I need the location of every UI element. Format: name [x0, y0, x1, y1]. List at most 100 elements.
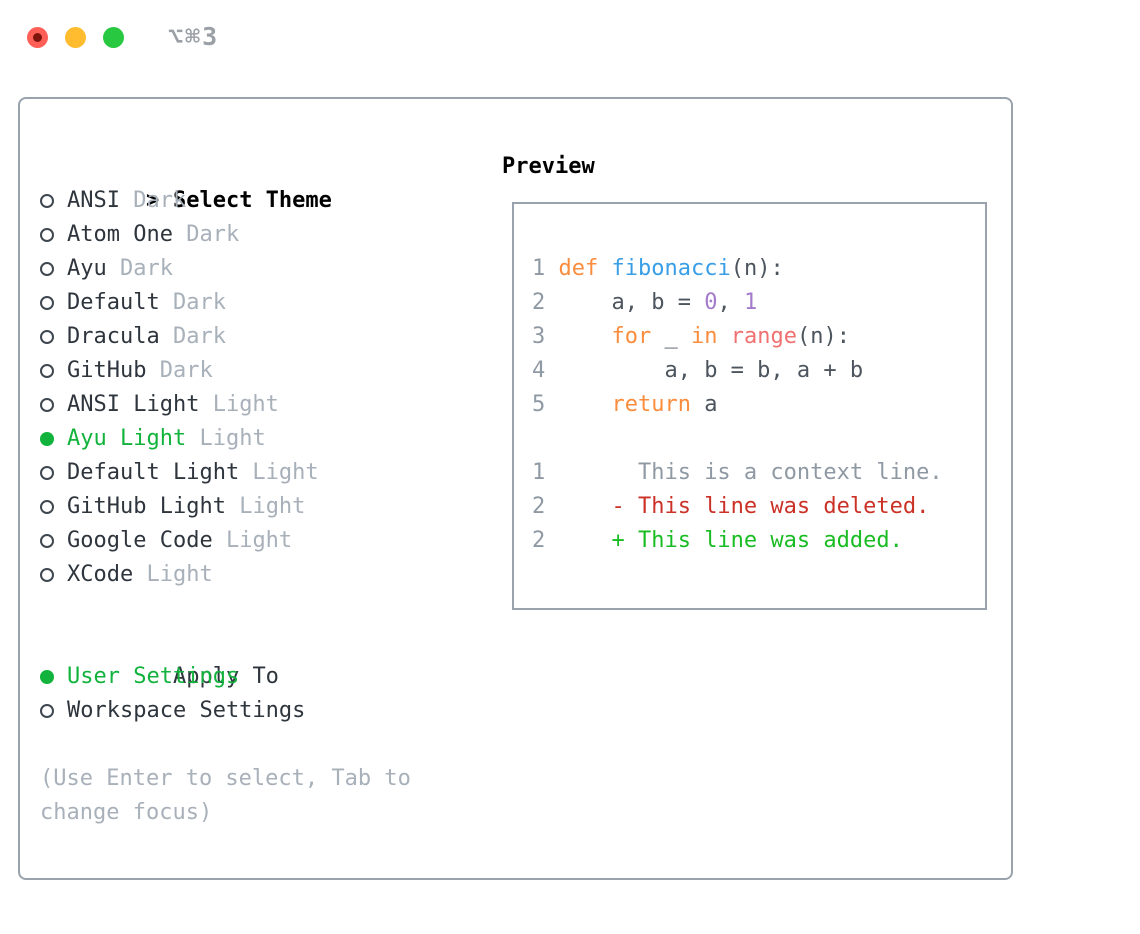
radio-icon	[40, 262, 54, 276]
radio-icon	[40, 534, 54, 548]
theme-option-github-light-light[interactable]: GitHub Light Light	[40, 490, 480, 524]
theme-option-google-code-light[interactable]: Google Code Light	[40, 524, 480, 558]
option-label: GitHub	[67, 358, 147, 383]
apply-option-workspace-settings[interactable]: Workspace Settings	[40, 694, 480, 728]
theme-list-title: Select Theme	[172, 188, 332, 213]
option-variant-tag: Dark	[172, 222, 240, 247]
code-line: 4 a, b = b, a + b	[514, 354, 985, 388]
code-line: 2 a, b = 0, 1	[514, 286, 985, 320]
apply-option-user-settings[interactable]: User Settings	[40, 660, 480, 694]
theme-option-atom-one-dark[interactable]: Atom One Dark	[40, 218, 480, 252]
option-label: GitHub Light	[67, 494, 226, 519]
line-number: 4	[532, 358, 546, 383]
option-label: Default	[67, 290, 160, 315]
theme-option-github-dark[interactable]: GitHub Dark	[40, 354, 480, 388]
token-fg	[545, 392, 611, 417]
token-fg	[545, 324, 611, 349]
option-variant-tag: Dark	[119, 188, 187, 213]
radio-icon	[40, 398, 54, 412]
token-kw: for	[611, 324, 652, 349]
apply-to-header: Apply To	[40, 626, 480, 689]
line-number: 1	[532, 460, 546, 485]
token-kw: in	[690, 324, 718, 349]
radio-icon	[40, 568, 54, 582]
line-number: 2	[532, 528, 546, 553]
option-label: ANSI Light	[67, 392, 200, 417]
line-number: 5	[532, 392, 546, 417]
token-fg: a, b = b, a + b	[545, 358, 864, 383]
theme-option-dracula-dark[interactable]: Dracula Dark	[40, 320, 480, 354]
code-line: 3 for _ in range(n):	[514, 320, 985, 354]
token-fg: _	[651, 324, 691, 349]
token-add: + This line was added.	[545, 528, 903, 553]
radio-icon	[40, 330, 54, 344]
radio-icon	[40, 296, 54, 310]
token-fg	[717, 324, 730, 349]
option-label: Dracula	[67, 324, 160, 349]
line-number: 1	[532, 256, 546, 281]
token-ctx: This is a context line.	[545, 460, 943, 485]
minimize-button[interactable]	[65, 27, 86, 48]
option-variant-tag: Dark	[159, 290, 226, 315]
token-fg: (n):	[730, 256, 784, 281]
radio-icon	[40, 228, 54, 242]
code-line	[514, 422, 985, 456]
spacer-row	[40, 728, 480, 762]
token-num: 1	[743, 290, 758, 315]
code-line: 5 return a	[514, 388, 985, 422]
radio-selected-icon	[40, 432, 54, 446]
preview-title: Preview	[502, 154, 595, 179]
line-number: 3	[532, 324, 546, 349]
token-fg: ,	[717, 290, 744, 315]
option-label: ANSI	[67, 188, 120, 213]
theme-option-default-light-light[interactable]: Default Light Light	[40, 456, 480, 490]
option-variant-tag: Light	[212, 528, 293, 553]
code-line: 2 + This line was added.	[514, 524, 985, 558]
token-fg	[545, 256, 558, 281]
hint-line-2: change focus)	[40, 800, 213, 825]
zoom-button[interactable]	[103, 27, 124, 48]
option-variant-tag: Light	[239, 460, 319, 485]
radio-icon	[40, 364, 54, 378]
radio-icon	[40, 194, 54, 208]
focus-prompt-icon: >	[145, 188, 160, 213]
option-label: User Settings	[67, 664, 240, 689]
token-fg: a, b =	[545, 290, 705, 315]
close-button[interactable]	[27, 27, 48, 48]
theme-option-ayu-dark[interactable]: Ayu Dark	[40, 252, 480, 286]
radio-icon	[40, 704, 54, 718]
token-del: - This line was deleted.	[545, 494, 930, 519]
theme-option-xcode-light[interactable]: XCode Light	[40, 558, 480, 592]
option-variant-tag: Light	[199, 392, 279, 417]
theme-option-ayu-light-light[interactable]: Ayu Light Light	[40, 422, 480, 456]
theme-option-default-dark[interactable]: Default Dark	[40, 286, 480, 320]
option-label: Atom One	[67, 222, 173, 247]
option-label: XCode	[67, 562, 134, 587]
option-variant-tag: Dark	[159, 324, 226, 349]
option-variant-tag: Dark	[106, 256, 173, 281]
line-number: 2	[532, 290, 546, 315]
option-variant-tag: Light	[133, 562, 213, 587]
token-fg	[598, 256, 611, 281]
option-variant-tag: Dark	[146, 358, 213, 383]
token-rng: range	[730, 324, 797, 349]
radio-selected-icon	[40, 670, 54, 684]
window-title: ⌥⌘3	[168, 22, 220, 51]
theme-option-ansi-dark[interactable]: ANSI Dark	[40, 184, 480, 218]
spacer-row	[40, 592, 480, 626]
token-fg: (n):	[796, 324, 850, 349]
theme-list-header: > Select Theme	[40, 150, 480, 213]
option-label: Google Code	[67, 528, 213, 553]
radio-icon	[40, 466, 54, 480]
token-num: 0	[704, 290, 718, 315]
option-label: Workspace Settings	[67, 698, 306, 723]
code-line: 1 This is a context line.	[514, 456, 985, 490]
option-label: Default Light	[67, 460, 240, 485]
titlebar: ⌥⌘3	[0, 0, 1140, 97]
token-kw: def	[558, 256, 599, 281]
option-label: Ayu	[67, 256, 107, 281]
theme-option-ansi-light-light[interactable]: ANSI Light Light	[40, 388, 480, 422]
